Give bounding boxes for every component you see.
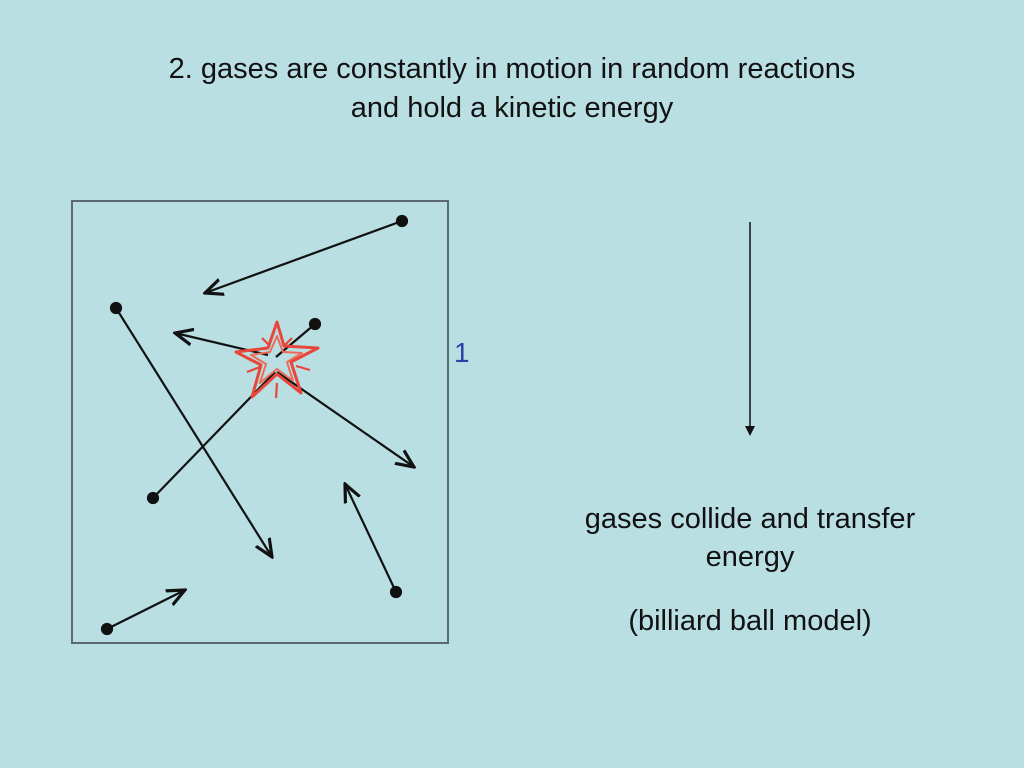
particle-paths bbox=[100, 214, 414, 636]
title-line-1: 2. gases are constantly in motion in ran… bbox=[168, 53, 856, 85]
caption-line-2: energy bbox=[705, 541, 795, 573]
particle-path-4 bbox=[146, 371, 414, 505]
slide-title: 2. gases are constantly in motion in ran… bbox=[62, 50, 962, 128]
caption-sub: (billiard ball model) bbox=[628, 605, 872, 637]
particle-path-1 bbox=[205, 214, 409, 293]
particle-path-2 bbox=[109, 301, 272, 557]
stray-mark: 1 bbox=[454, 337, 470, 368]
collision-star-icon bbox=[234, 320, 320, 399]
down-arrow-icon bbox=[745, 222, 755, 436]
particle-path-6 bbox=[100, 590, 185, 636]
container-box bbox=[71, 200, 449, 644]
title-line-2: and hold a kinetic energy bbox=[350, 92, 674, 124]
caption: gases collide and transfer energy (billi… bbox=[540, 500, 960, 640]
caption-line-1: gases collide and transfer bbox=[584, 503, 916, 535]
particle-path-5 bbox=[345, 484, 403, 599]
